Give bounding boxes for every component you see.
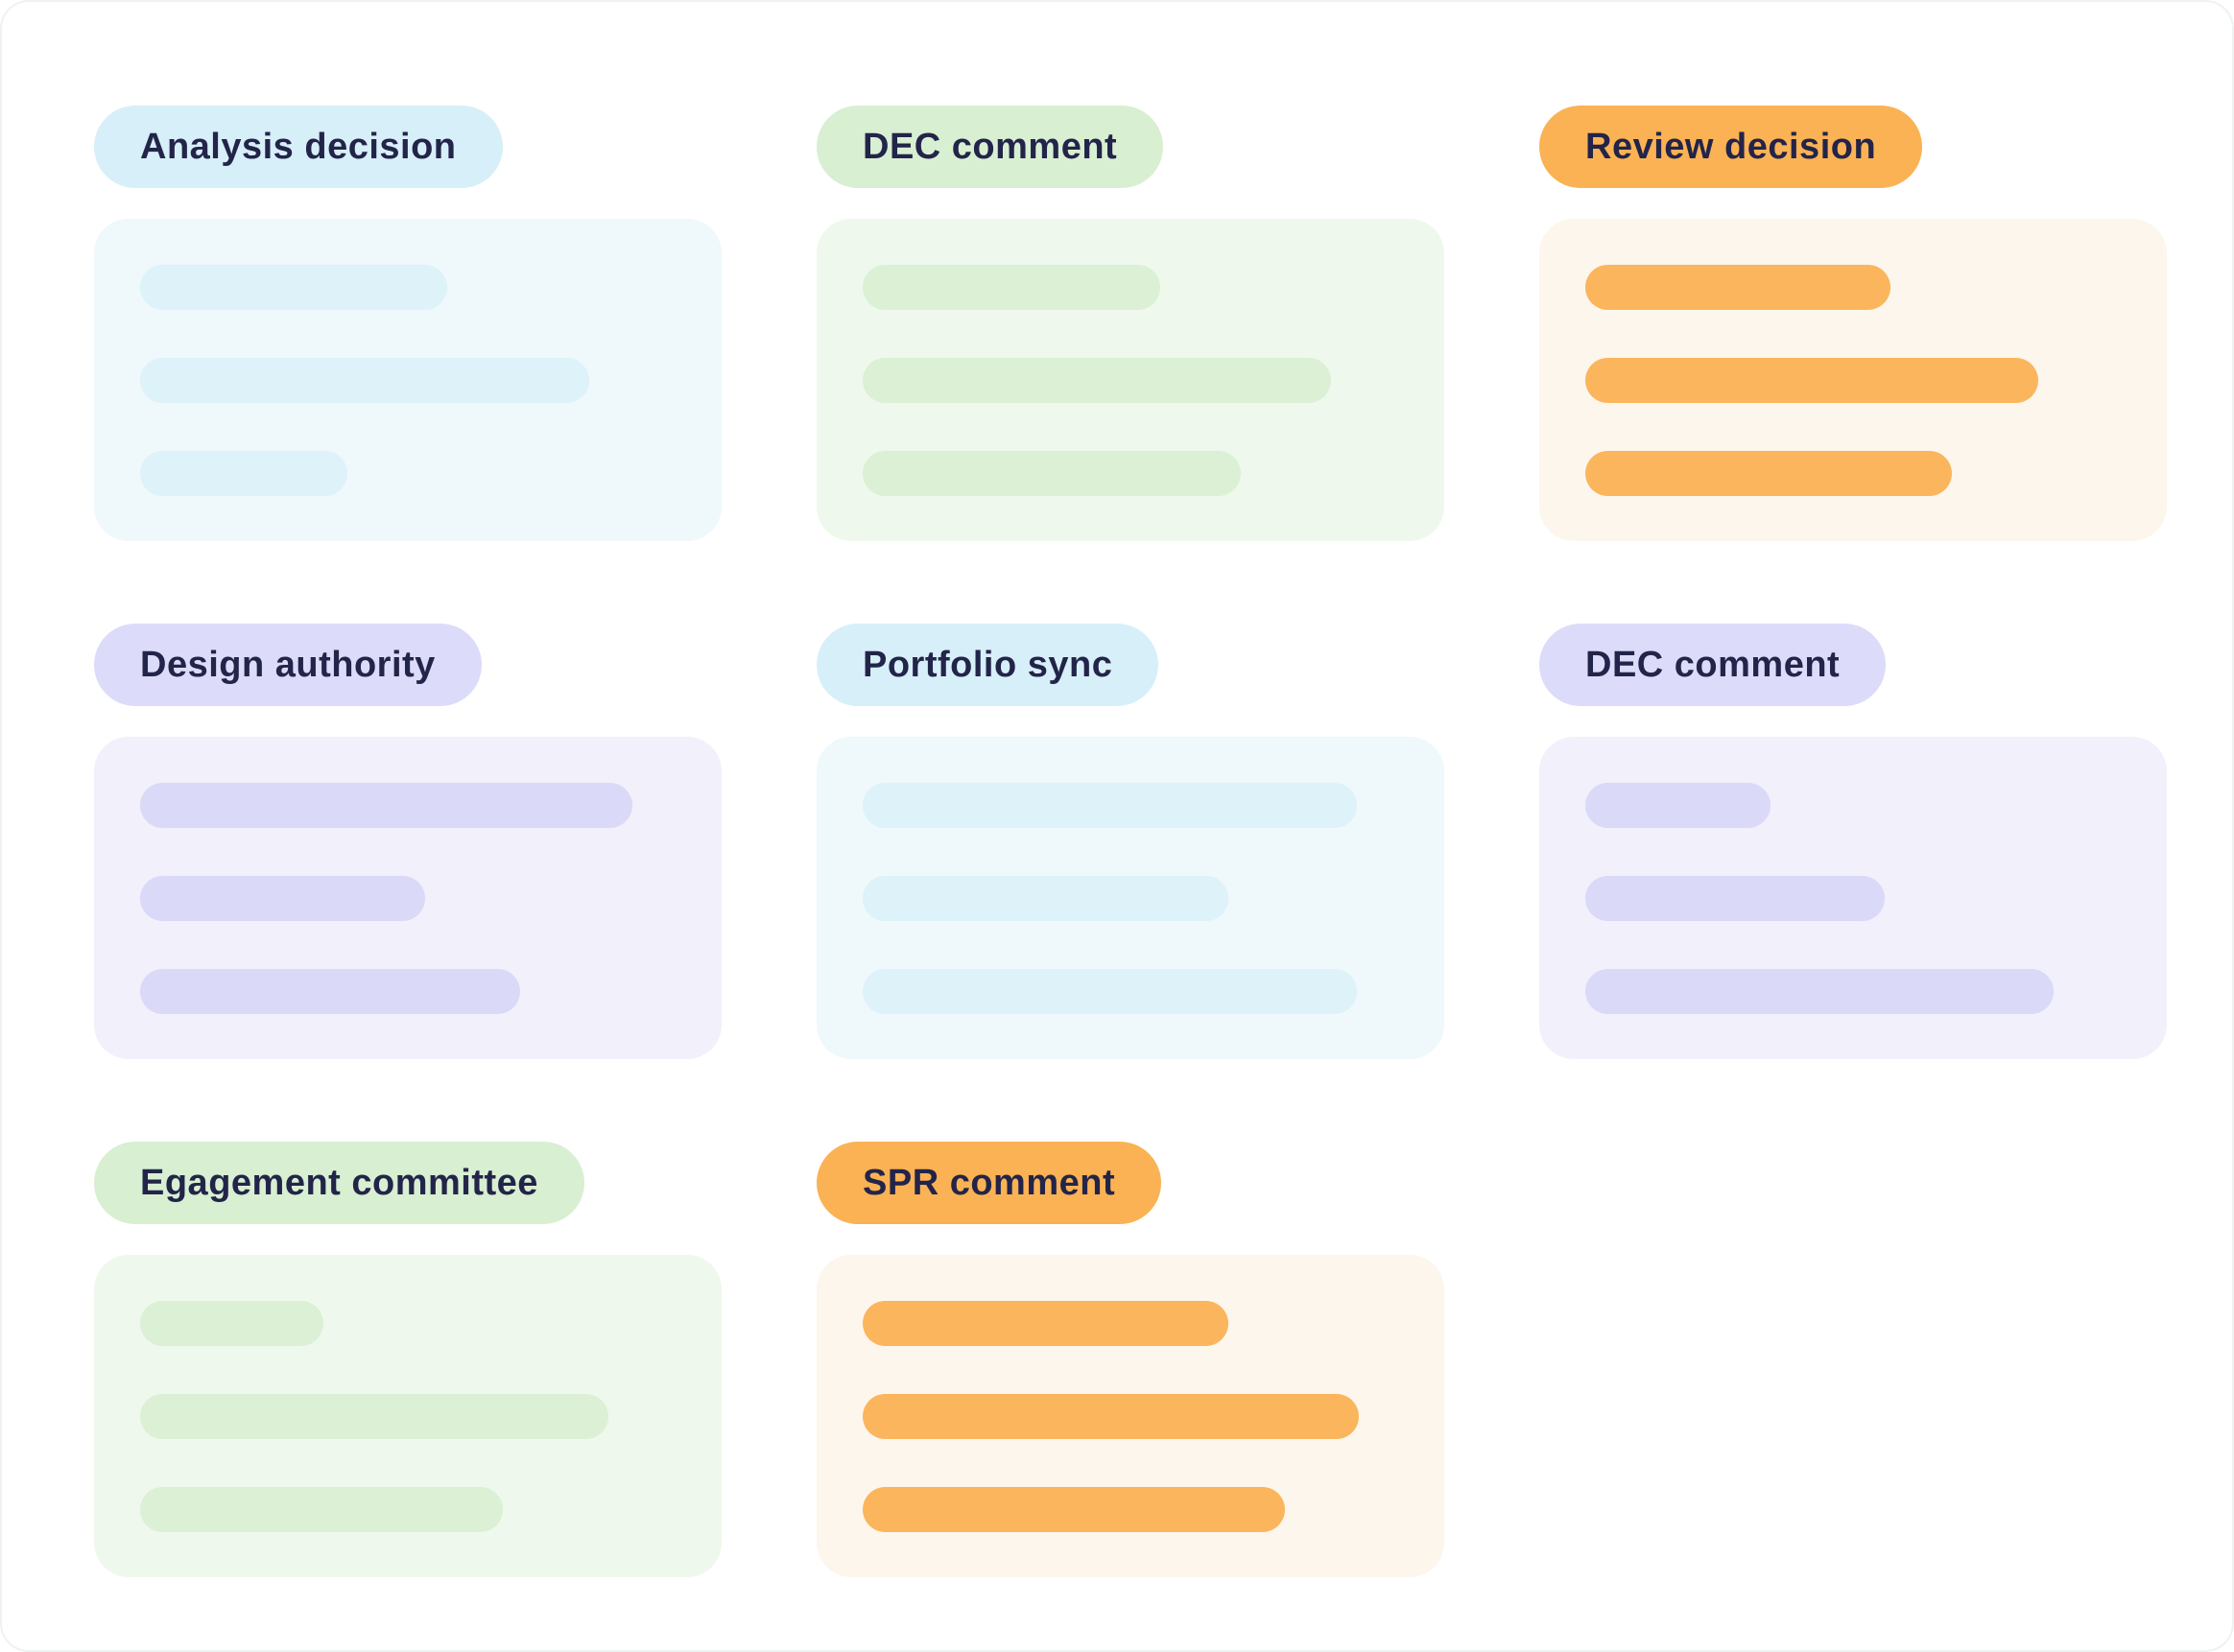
skeleton-card[interactable] xyxy=(1539,219,2167,541)
board-cell-dec-comment-purple: DEC comment xyxy=(1539,624,2167,1059)
badge-label: DEC comment xyxy=(1585,644,1841,685)
skeleton-line xyxy=(1585,783,1771,828)
skeleton-line xyxy=(863,1487,1285,1532)
skeleton-line xyxy=(863,451,1241,496)
skeleton-line xyxy=(1585,876,1885,921)
board-cell-spr-comment: SPR comment xyxy=(817,1142,1444,1577)
board-cell-portfolio-sync: Portfolio sync xyxy=(817,624,1444,1059)
board-cell-review-decision: Review decision xyxy=(1539,106,2167,541)
board-cell-design-authority: Design authority xyxy=(94,624,722,1059)
skeleton-line xyxy=(1585,969,2054,1014)
badge-spr-comment[interactable]: SPR comment xyxy=(817,1142,1162,1224)
skeleton-card[interactable] xyxy=(94,1255,722,1577)
badge-label: Egagement committee xyxy=(140,1162,538,1203)
badge-label: Review decision xyxy=(1585,126,1877,167)
skeleton-line xyxy=(140,451,347,496)
skeleton-line xyxy=(140,1301,323,1346)
board-cell-analysis-decision: Analysis decision xyxy=(94,106,722,541)
badge-dec-comment[interactable]: DEC comment xyxy=(1539,624,1887,706)
badge-label: Portfolio sync xyxy=(863,644,1113,685)
skeleton-line xyxy=(1585,358,2038,403)
badge-label: DEC comment xyxy=(863,126,1118,167)
skeleton-line xyxy=(863,969,1357,1014)
skeleton-line xyxy=(140,876,425,921)
badge-portfolio-sync[interactable]: Portfolio sync xyxy=(817,624,1159,706)
skeleton-card[interactable] xyxy=(817,737,1444,1059)
board-cell-egagement-committee: Egagement committee xyxy=(94,1142,722,1577)
skeleton-card[interactable] xyxy=(94,737,722,1059)
skeleton-card[interactable] xyxy=(817,219,1444,541)
skeleton-card[interactable] xyxy=(94,219,722,541)
skeleton-line xyxy=(140,1394,608,1439)
skeleton-line xyxy=(863,1394,1359,1439)
skeleton-line xyxy=(863,265,1160,310)
badge-review-decision[interactable]: Review decision xyxy=(1539,106,1923,188)
skeleton-card[interactable] xyxy=(817,1255,1444,1577)
skeleton-line xyxy=(863,1301,1228,1346)
badge-label: Design authority xyxy=(140,644,436,685)
skeleton-line xyxy=(863,783,1357,828)
skeleton-line xyxy=(140,358,589,403)
badge-label: SPR comment xyxy=(863,1162,1116,1203)
board-cell-dec-comment-green: DEC comment xyxy=(817,106,1444,541)
skeleton-line xyxy=(1585,265,1890,310)
skeleton-line xyxy=(140,969,520,1014)
badge-design-authority[interactable]: Design authority xyxy=(94,624,482,706)
badge-analysis-decision[interactable]: Analysis decision xyxy=(94,106,503,188)
skeleton-line xyxy=(863,358,1331,403)
badge-label: Analysis decision xyxy=(140,126,457,167)
skeleton-card[interactable] xyxy=(1539,737,2167,1059)
badge-dec-comment[interactable]: DEC comment xyxy=(817,106,1164,188)
skeleton-line xyxy=(140,265,447,310)
skeleton-line xyxy=(863,876,1228,921)
skeleton-line xyxy=(140,1487,503,1532)
skeleton-line xyxy=(140,783,632,828)
skeleton-line xyxy=(1585,451,1952,496)
badge-egagement-committee[interactable]: Egagement committee xyxy=(94,1142,584,1224)
